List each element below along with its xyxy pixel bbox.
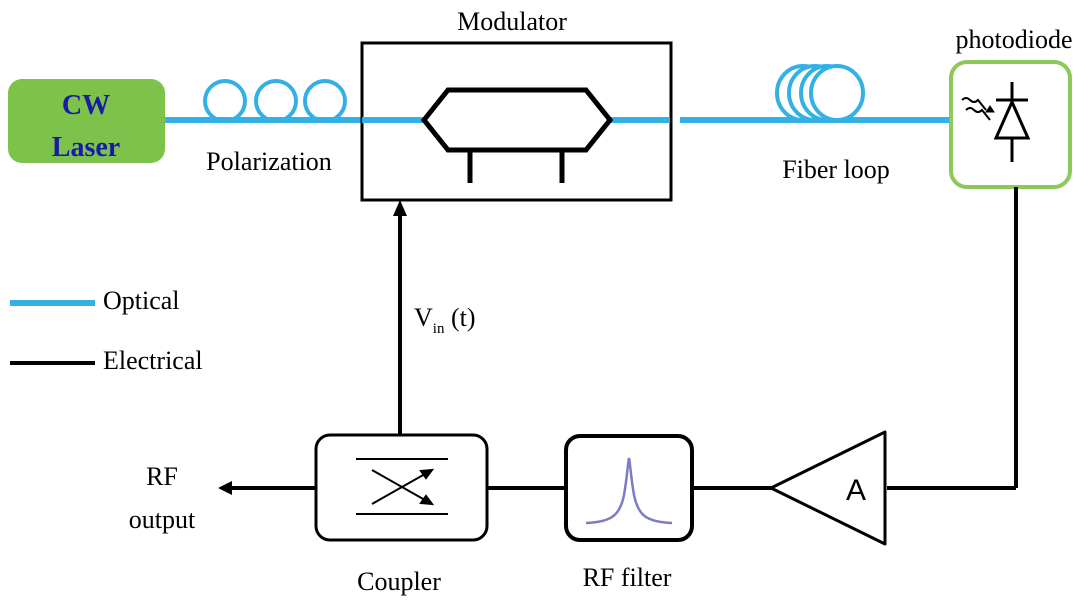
rf-output-label-line2: output [129,505,196,534]
photodiode-symbol-icon [961,82,1031,162]
amplifier-label: A [846,474,866,507]
legend-optical-label: Optical [103,286,180,315]
modulator-block [360,41,673,202]
laser-label-line2: Laser [52,132,120,163]
fiber-loop-label: Fiber loop [782,155,890,184]
vin-label: Vin (t) [414,303,476,337]
mach-zehnder-icon [420,87,614,153]
rf-output-arrow-icon [218,481,232,495]
amplifier-block: A [769,430,887,546]
polarization-label: Polarization [206,147,332,176]
fiber-spool-icon [775,64,865,122]
electrical-path [398,187,1018,490]
legend-electrical-label: Electrical [103,346,203,375]
rf-output-label-line1: RF [146,462,178,491]
rf-filter-label: RF filter [583,563,672,592]
coupler-label: Coupler [357,567,441,596]
legend: Optical Electrical [10,286,203,375]
cw-laser-block: CW Laser [8,79,165,163]
coupler-block [314,433,489,542]
modulator-input-arrow-icon [393,200,407,216]
laser-label-line1: CW [62,90,110,121]
rf-filter-block [564,434,694,542]
resonance-peak-icon [585,457,673,525]
crossed-arrows-icon [356,458,448,515]
polarization-coils-icon [203,79,347,123]
photodiode-label: photodiode [956,25,1073,54]
modulator-label: Modulator [457,7,567,36]
photodiode-block [949,60,1072,189]
